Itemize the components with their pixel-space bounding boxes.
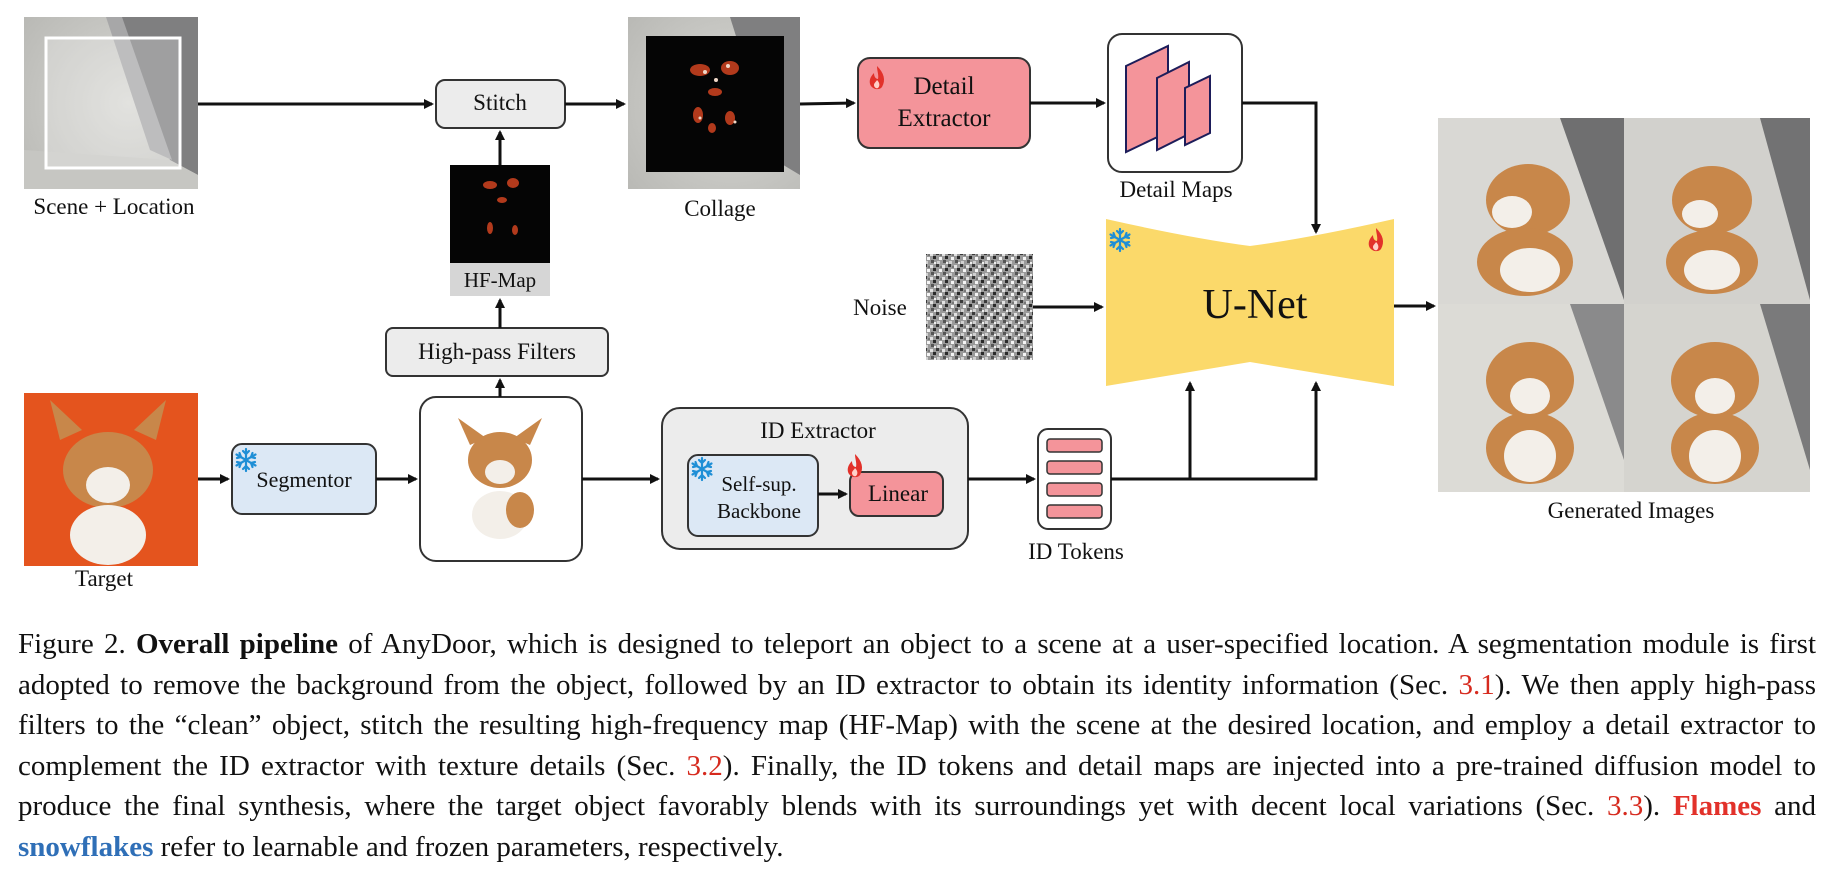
detail-extractor-box	[857, 57, 1031, 149]
linear-box	[849, 471, 944, 517]
generated-images-label: Generated Images	[1548, 498, 1715, 523]
section-ref-link[interactable]: 3.1	[1458, 668, 1495, 701]
flow-arrows	[198, 98, 1436, 499]
high-pass-filters-box	[385, 327, 609, 377]
id-tokens-icon	[1046, 438, 1103, 519]
caption-text-3: ). Finally, the ID tokens and detail map…	[18, 749, 1817, 823]
stitch-label: Stitch	[473, 90, 527, 115]
collage-image	[628, 17, 800, 189]
caption-text-5: and	[1761, 790, 1816, 822]
section-ref-link[interactable]: 3.2	[686, 749, 723, 782]
generated-images	[1438, 118, 1810, 492]
pipeline-figure: Scene + Location Stitch Collage Detail E…	[24, 17, 1810, 591]
caption-text-1: of AnyDoor, which is designed to telepor…	[18, 628, 1817, 701]
detail-extractor-label-2: Extractor	[897, 105, 991, 132]
backbone-label-1: Self-sup.	[721, 472, 796, 496]
target-image	[24, 393, 198, 566]
caption-text-2: ). We then apply high-pass filters to th…	[18, 668, 1816, 782]
unet-label: U-Net	[1203, 282, 1308, 328]
flames-keyword: Flames	[1672, 790, 1762, 822]
caption-label: Figure 2.	[18, 628, 126, 660]
caption-text-4: ).	[1643, 790, 1673, 822]
segmented-dog-image	[458, 418, 542, 539]
noise-label: Noise	[853, 295, 907, 320]
scene-label: Scene + Location	[33, 194, 195, 219]
id-extractor-label: ID Extractor	[760, 418, 876, 443]
collage-label: Collage	[684, 196, 756, 221]
detail-maps-icon	[1125, 44, 1211, 154]
unet-block	[1106, 219, 1394, 386]
section-ref-link[interactable]: 3.3	[1606, 790, 1644, 822]
segmentor-label: Segmentor	[256, 467, 352, 492]
caption-title: Overall pipeline	[136, 628, 338, 660]
snowflakes-keyword: snowflakes	[18, 830, 154, 863]
id-tokens-label: ID Tokens	[1028, 539, 1124, 564]
target-label: Target	[75, 566, 134, 591]
linear-label: Linear	[868, 481, 928, 506]
caption-text-6: refer to learnable and frozen parameters…	[153, 830, 784, 863]
detail-extractor-label-1: Detail	[913, 73, 974, 100]
noise-image	[926, 254, 1033, 360]
figure-caption: Figure 2. Overall pipeline of AnyDoor, w…	[18, 624, 1816, 867]
high-pass-filters-label: High-pass Filters	[418, 339, 576, 364]
scene-image	[24, 17, 198, 189]
hf-map-image	[450, 165, 550, 296]
backbone-label-2: Backbone	[717, 499, 801, 523]
hf-map-label: HF-Map	[464, 268, 536, 292]
detail-maps-label: Detail Maps	[1119, 177, 1232, 202]
